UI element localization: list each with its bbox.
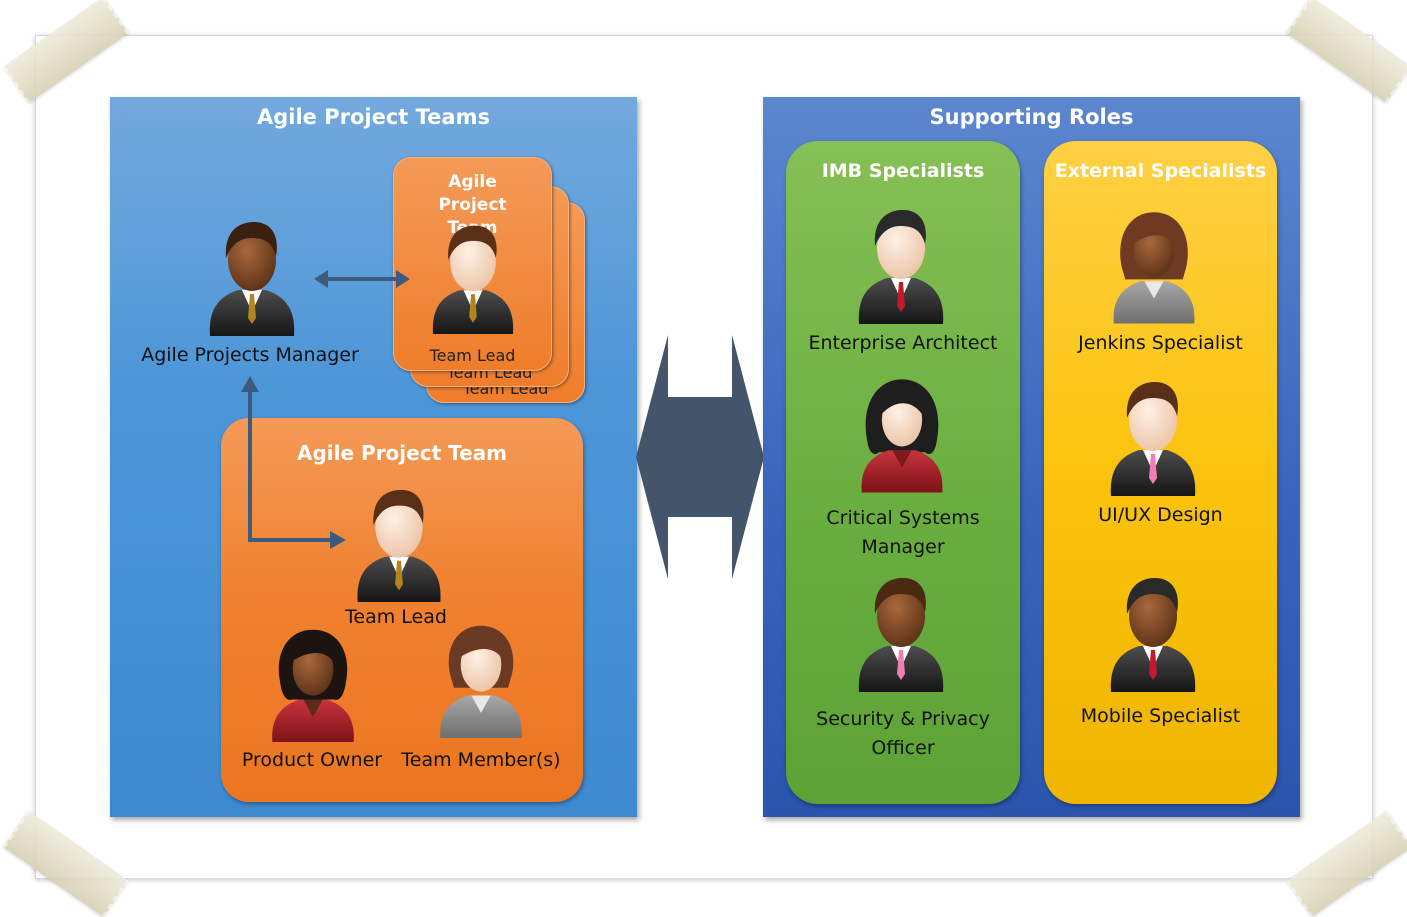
supporting-roles-title: Supporting Roles [929,105,1134,129]
imb-specialists-title: IMB Specialists [821,160,985,182]
manager-businessman-icon [209,222,295,336]
team-member-businesswoman-icon [440,625,522,738]
team-lead-businessman-icon [357,489,441,602]
critical-systems-manager-label: Critical Systems Manager [786,504,1020,562]
manager-team-double-arrow-icon [314,270,410,288]
security-privacy-officer-text: Security & Privacy Officer [816,708,990,759]
agile-project-teams-title: Agile Project Teams [257,105,490,129]
product-owner-businesswoman-icon [272,629,354,742]
mobile-specialist-businessman-icon [1110,578,1196,692]
team-card-front: Agile Project Team Team Lead [393,157,552,371]
big-double-arrow-icon [636,335,764,579]
agile-projects-manager-label: Agile Projects Manager [141,344,359,366]
team-lead-label: Team Lead [345,606,447,628]
security-privacy-officer-label: Security & Privacy Officer [786,705,1020,763]
critical-systems-manager-businesswoman-icon [861,379,943,493]
jenkins-specialist-label: Jenkins Specialist [1078,332,1243,354]
product-owner-label: Product Owner [241,749,383,771]
enterprise-architect-label: Enterprise Architect [808,332,998,354]
enterprise-architect-businessman-icon [858,210,944,324]
security-privacy-officer-businessman-icon [858,578,944,692]
mobile-specialist-label: Mobile Specialist [1080,705,1241,727]
external-specialists-title: External Specialists [1054,160,1267,182]
ui-ux-design-label: UI/UX Design [1098,504,1223,526]
manager-to-lead-elbow-arrow [241,376,346,549]
stack-team-lead-businessman-icon [432,225,514,334]
ui-ux-design-businessman-icon [1110,382,1196,496]
agile-project-team-title: Agile Project Team [297,441,507,465]
team-card-lead-label: Team Lead [429,346,516,365]
team-members-label: Team Member(s) [401,749,561,771]
critical-systems-manager-text: Critical Systems Manager [826,507,980,558]
jenkins-specialist-businesswoman-icon [1113,212,1195,324]
